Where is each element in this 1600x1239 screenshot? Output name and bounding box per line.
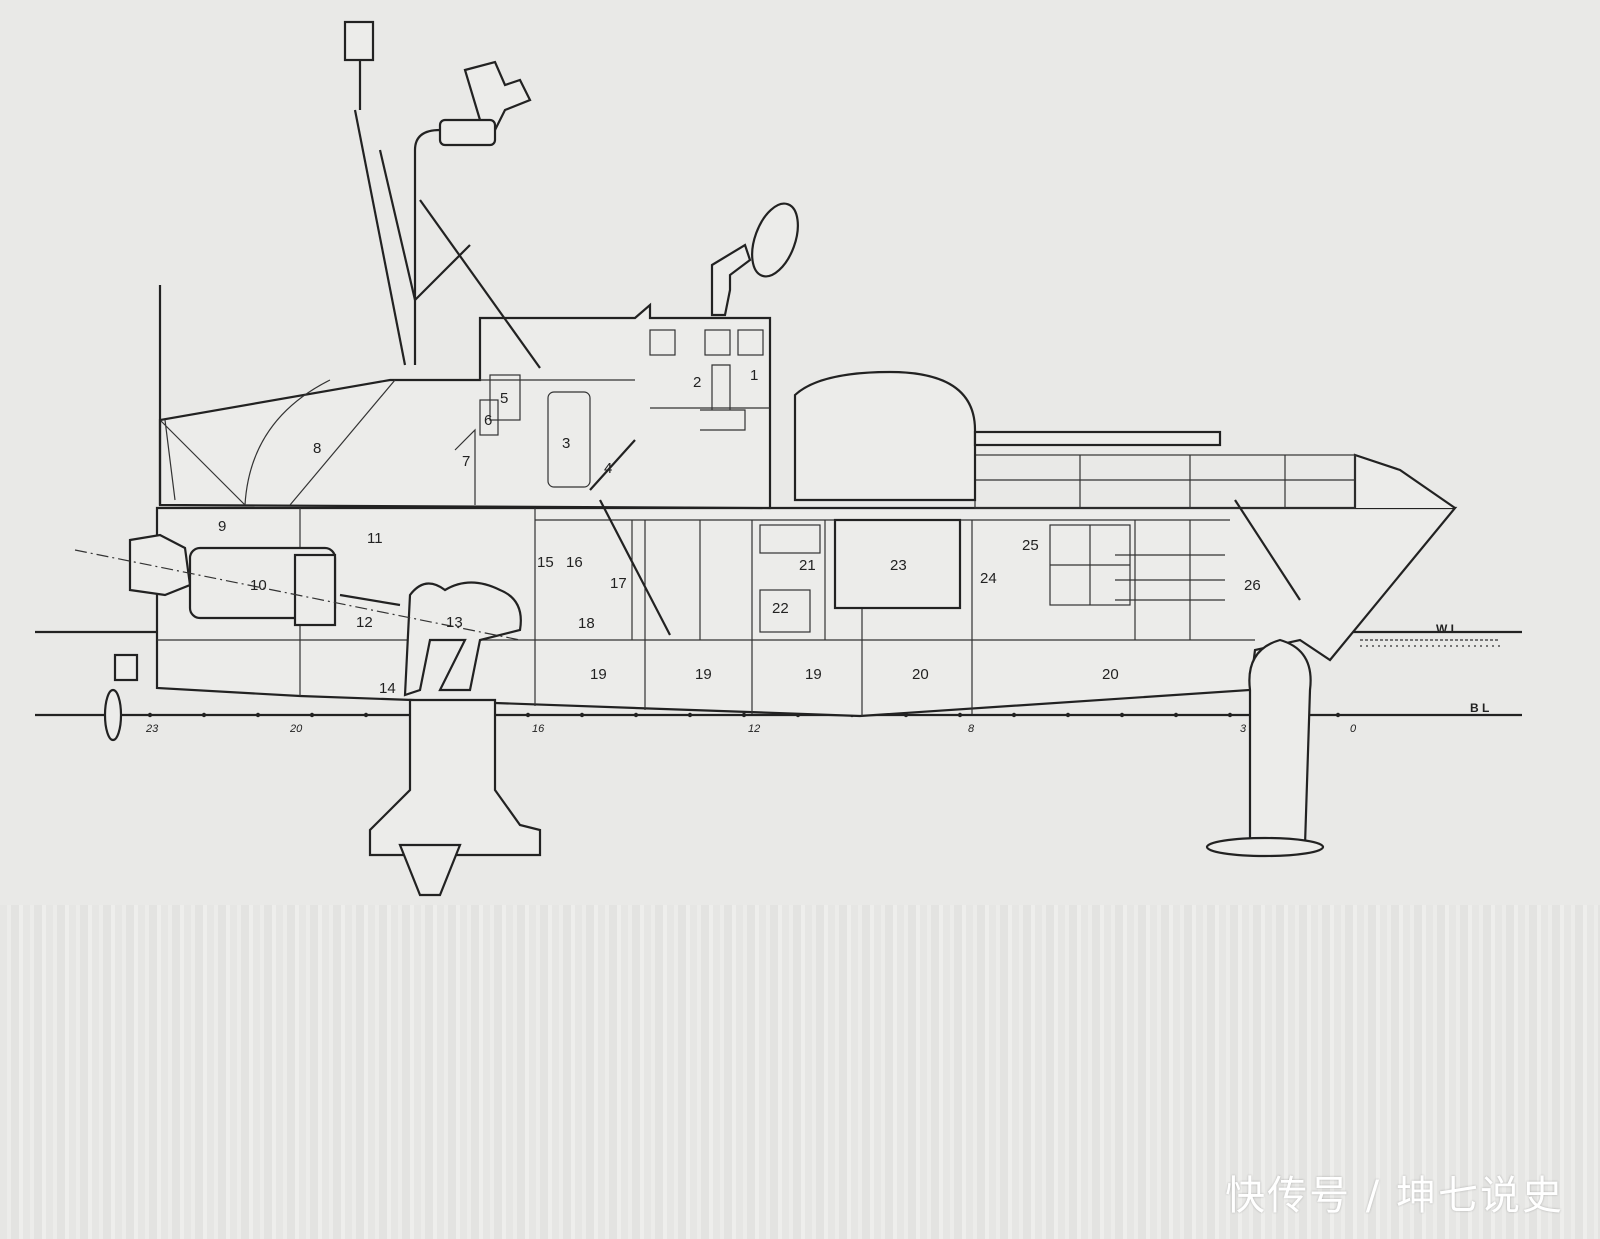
drive-shaft-12	[339, 593, 401, 607]
callout-4: 4	[604, 460, 612, 477]
stair-8	[289, 379, 396, 506]
forward-foil	[1205, 836, 1325, 858]
callout-2: 2	[693, 374, 701, 391]
gun-turret	[793, 370, 977, 502]
callout-15: 15	[537, 554, 554, 571]
lower-background	[0, 905, 1600, 1239]
baseline-tick-mark	[1011, 712, 1017, 718]
baseline-tick-mark	[201, 712, 207, 718]
shaft-centerline	[74, 549, 521, 641]
panel-7	[454, 428, 476, 505]
callout-24: 24	[980, 570, 997, 587]
panel-6	[479, 399, 499, 436]
frame-tick-3: 3	[1240, 723, 1247, 735]
radar-dish	[751, 202, 799, 278]
compartment-20a: 20	[912, 666, 929, 683]
radar-pedestal	[710, 243, 752, 317]
door-3	[547, 391, 591, 488]
baseline-tick-mark	[1173, 712, 1179, 718]
gun-barrel	[973, 430, 1222, 447]
baseline-tick-mark	[741, 712, 747, 718]
frame-tick-23: 23	[145, 723, 159, 735]
baseline-tick-mark	[1065, 712, 1071, 718]
callout-6: 6	[484, 412, 492, 429]
baseline-tick-mark	[147, 712, 153, 718]
aft-foil-fin	[398, 843, 462, 897]
frame-tick-0: 0	[1350, 723, 1357, 735]
compartment-20b: 20	[1102, 666, 1119, 683]
bridge-windows	[649, 329, 764, 356]
foil-actuator-26	[1234, 499, 1301, 601]
baseline-tick-mark	[579, 712, 585, 718]
superstructure	[158, 302, 772, 510]
frame-tick-12: 12	[748, 723, 760, 735]
rack-25	[1049, 524, 1225, 606]
aft-funnel-fairing	[159, 379, 331, 506]
outboard-drive	[113, 653, 139, 682]
locker-22	[759, 589, 811, 633]
callout-14: 14	[379, 680, 396, 697]
compartment-19c: 19	[805, 666, 822, 683]
baseline-tick-mark	[957, 712, 963, 718]
baseline-tick-mark	[1227, 712, 1233, 718]
callout-21: 21	[799, 557, 816, 574]
callout-1: 1	[750, 367, 758, 384]
callout-25: 25	[1022, 537, 1039, 554]
compartment-19a: 19	[590, 666, 607, 683]
callouts: 1 2 3 4 5 6 7 8 9 10 11 12 13 14 15 16 1…	[145, 367, 1489, 735]
callout-23: 23	[890, 557, 907, 574]
callout-8: 8	[313, 440, 321, 457]
bow-bulwark	[1353, 453, 1456, 509]
frame-tick-16: 16	[532, 723, 545, 735]
forward-rails	[974, 454, 1356, 509]
propeller-icon	[103, 688, 123, 742]
callout-10: 10	[250, 577, 267, 594]
callout-5: 5	[500, 390, 508, 407]
callout-7: 7	[462, 453, 470, 470]
baseline-tick-mark	[525, 712, 531, 718]
callout-18: 18	[578, 615, 595, 632]
baseline-tick-mark	[363, 712, 369, 718]
aft-foil-strut	[368, 698, 542, 857]
callout-16: 16	[566, 554, 583, 571]
baseline-tick-mark	[309, 712, 315, 718]
callout-17: 17	[610, 575, 627, 592]
callout-9: 9	[218, 518, 226, 535]
baseline-tick-mark	[255, 712, 261, 718]
baseline-tick-mark	[1335, 712, 1341, 718]
callout-12: 12	[356, 614, 373, 631]
gearbox-13	[403, 581, 522, 697]
baseline-tick-mark	[687, 712, 693, 718]
director-mount	[438, 118, 497, 147]
callout-11: 11	[367, 530, 383, 547]
helm-seat	[700, 364, 746, 431]
compartment-19b: 19	[695, 666, 712, 683]
watermark: 快传号 / 坤七说史	[1225, 1173, 1564, 1219]
frame-tick-20: 20	[289, 723, 303, 735]
magazine-23	[833, 518, 962, 610]
baseline-label: B L	[1470, 701, 1489, 715]
forward-foil-strut	[1248, 638, 1312, 847]
ladder-4	[589, 439, 671, 636]
waterline-label: W L	[1436, 622, 1458, 636]
callout-13: 13	[446, 614, 463, 631]
mast-radar-antenna	[343, 20, 375, 62]
turbine-casing	[293, 553, 337, 627]
baseline-tick-mark	[633, 712, 639, 718]
baseline-tick-mark	[1119, 712, 1125, 718]
callout-26: 26	[1244, 577, 1261, 594]
panel-5	[489, 374, 521, 421]
locker-21	[759, 524, 821, 554]
callout-3: 3	[562, 435, 570, 452]
frame-tick-8: 8	[968, 723, 975, 735]
callout-22: 22	[772, 600, 789, 617]
